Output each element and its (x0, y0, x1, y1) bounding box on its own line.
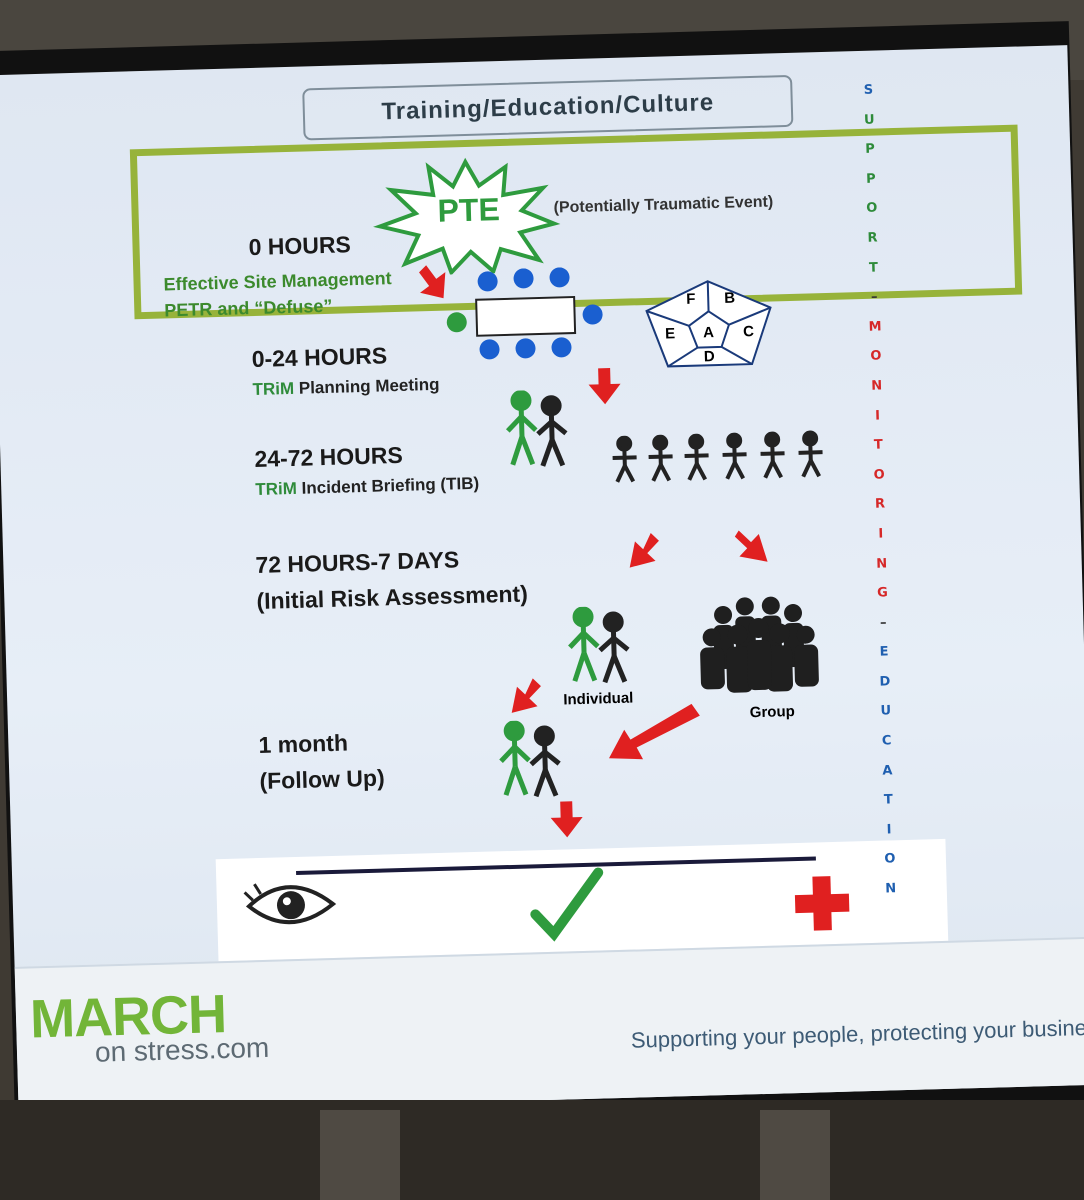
side-letter: T (883, 792, 893, 808)
side-letter: R (874, 496, 886, 513)
stage-1-hours: 0-24 HOURS (251, 342, 388, 373)
side-letter: M (868, 319, 882, 335)
trim-label: TRiM (252, 378, 295, 400)
pte-starburst-icon (373, 157, 561, 277)
stage-2-hours: 24-72 HOURS (254, 441, 404, 473)
side-letter: O (873, 467, 885, 483)
stage-1-sub: TRiM Planning Meeting (252, 375, 440, 400)
side-letter: E (879, 644, 889, 660)
stage-3-sub: (Initial Risk Assessment) (256, 580, 529, 615)
side-letter: N (885, 881, 897, 897)
stage-1-sub-text: Planning Meeting (298, 374, 440, 398)
slide-title: Training/Education/Culture (302, 74, 794, 141)
side-letter: – (870, 289, 878, 305)
pentagon-letter-c: C (743, 323, 754, 340)
side-letter: N (876, 555, 888, 572)
planning-table-icon (446, 267, 603, 360)
side-letter: R (867, 230, 878, 246)
two-people-icon (506, 390, 568, 467)
side-letter: A (882, 762, 893, 779)
side-letter: I (878, 526, 884, 542)
side-letter: T (868, 260, 879, 276)
pentagon-letter-a: A (703, 324, 714, 341)
stage-0-hours: 0 HOURS (248, 231, 352, 261)
slide-footer: MARCH on stress.com Supporting your peop… (14, 936, 1084, 1115)
side-letter: O (884, 851, 896, 868)
group-icon (700, 596, 819, 693)
diagonal-arrow-icon (609, 703, 700, 760)
red-cross-icon (794, 876, 850, 931)
side-letter: O (870, 348, 882, 365)
down-arrow-icon-2 (588, 368, 621, 405)
down-arrow-icon-1 (419, 265, 446, 299)
side-letter: T (873, 437, 884, 453)
side-letter: – (879, 615, 887, 631)
side-letter: U (863, 112, 875, 128)
side-letter: N (871, 378, 883, 394)
side-letter: P (865, 171, 876, 187)
pte-label: PTE (437, 191, 501, 229)
wall-mount (320, 1110, 400, 1200)
stage-3-hours: 72 HOURS-7 DAYS (255, 546, 460, 579)
side-letter: P (865, 141, 876, 158)
side-letter: I (874, 408, 881, 424)
side-letter: I (886, 822, 892, 838)
wall-mount-2 (760, 1110, 830, 1200)
checkmark-icon (530, 867, 604, 942)
pentagon-diagram-icon: F B E A C D (645, 280, 772, 368)
pentagon-letter-b: B (724, 290, 735, 307)
group-label: Group (749, 703, 796, 722)
stage-4-time: 1 month (258, 729, 349, 759)
presentation-screen: Training/Education/Culture PTE (Potentia… (0, 45, 1084, 1115)
pentagon-letter-e: E (665, 325, 675, 342)
side-letter: O (866, 200, 878, 217)
pentagon-letter-d: D (704, 348, 715, 365)
individual-icon (568, 606, 630, 684)
wall-bottom (0, 1100, 1084, 1200)
side-letter: G (876, 585, 889, 601)
people-row-icon (612, 430, 823, 483)
stage-4-sub: (Follow Up) (259, 764, 386, 794)
side-letter: C (881, 733, 892, 749)
stage-2-sub: TRiM Incident Briefing (TIB) (255, 474, 479, 500)
side-letter: D (879, 674, 891, 690)
follow-up-people-icon (499, 720, 561, 798)
footer-tagline: Supporting your people, protecting your … (630, 1012, 1084, 1053)
side-letter: U (880, 703, 892, 720)
stage-2-sub-text: Incident Briefing (TIB) (301, 473, 480, 498)
down-arrow-icon-3 (629, 532, 659, 568)
side-letter: S (863, 82, 874, 98)
pentagon-letter-f: F (686, 291, 696, 308)
down-arrow-icon-4 (734, 530, 768, 562)
eye-icon (243, 883, 337, 925)
down-arrow-icon-5 (511, 678, 541, 713)
outcome-row (243, 856, 850, 942)
down-arrow-icon-6 (550, 801, 583, 838)
march-logo-sub: on stress.com (94, 1031, 270, 1068)
trim-label-2: TRiM (255, 478, 298, 499)
stage-0-sub2: PETR and “Defuse” (164, 295, 333, 321)
